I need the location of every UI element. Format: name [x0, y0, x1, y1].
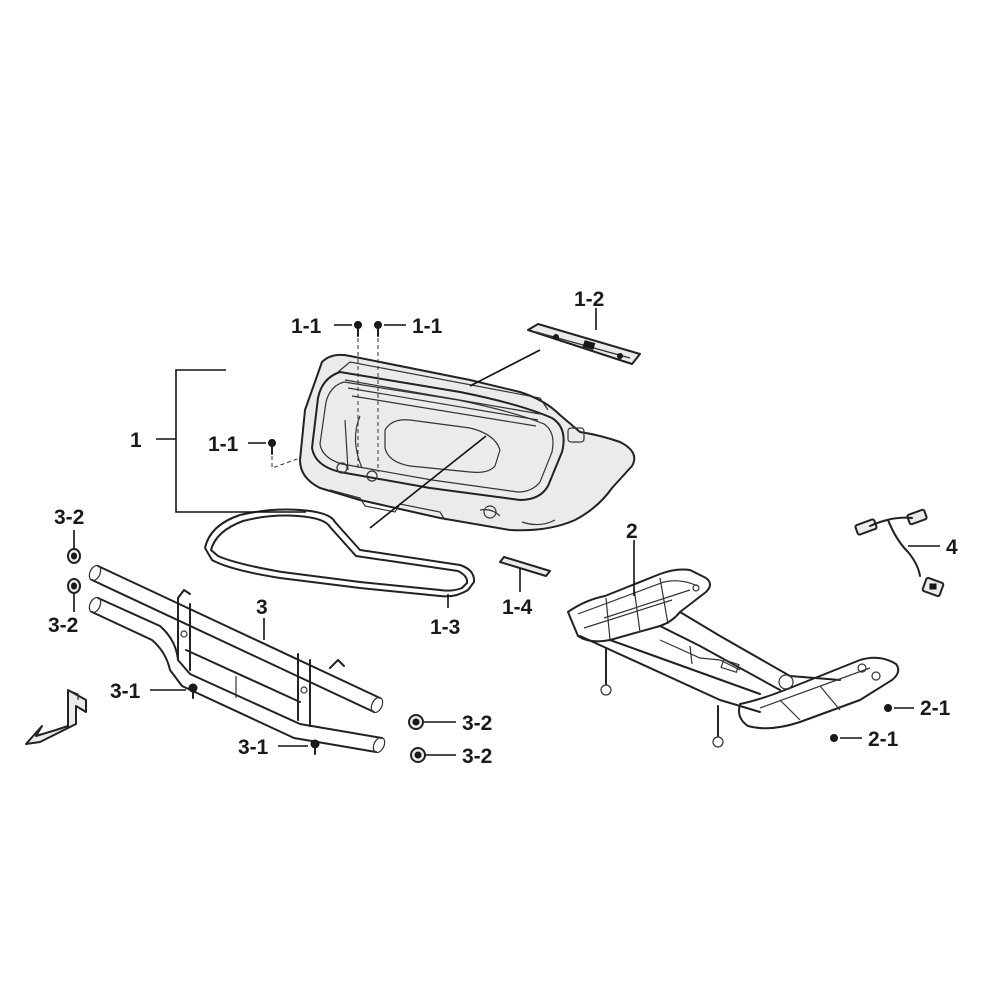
label-part-3-1: 3-1 — [238, 736, 269, 759]
rear-bumper-part-3[interactable] — [87, 564, 387, 755]
label-part-3-2: 3-2 — [462, 745, 492, 768]
label-part-1-3: 1-3 — [430, 616, 460, 639]
label-part-1-2: 1-2 — [574, 288, 604, 311]
label-part-1-1: 1-1 — [412, 315, 443, 338]
cap-part-3-2[interactable] — [67, 578, 81, 594]
cap-part-3-2[interactable] — [67, 548, 81, 564]
cap-part-3-2[interactable] — [408, 714, 424, 730]
bolt-part-2-1[interactable] — [830, 734, 838, 742]
label-part-3: 3 — [256, 596, 268, 619]
label-part-2-1: 2-1 — [920, 697, 951, 720]
label-part-3-2: 3-2 — [54, 506, 84, 529]
label-part-3-2: 3-2 — [48, 614, 78, 637]
label-part-2: 2 — [626, 520, 638, 543]
bolt-part-3-1[interactable] — [310, 739, 320, 755]
screw-part-1-1[interactable] — [268, 439, 276, 455]
cap-part-3-2[interactable] — [410, 747, 426, 763]
callout-labels: 1 1-1 1-1 1-1 1-2 1-3 1-4 2 2-1 2-1 3 3-… — [48, 288, 958, 768]
bolt-part-2-1[interactable] — [884, 704, 892, 712]
label-part-3-1: 3-1 — [110, 680, 141, 703]
label-part-1-1: 1-1 — [291, 315, 322, 338]
label-part-1-4: 1-4 — [502, 596, 533, 619]
storage-box-part-1[interactable] — [299, 353, 636, 532]
rubber-strip-part-1-4[interactable] — [499, 556, 551, 577]
screw-part-1-1[interactable] — [354, 321, 362, 337]
lock-plate-part-1-2[interactable] — [527, 323, 641, 365]
rear-carrier-part-2[interactable] — [567, 568, 900, 748]
label-part-4: 4 — [946, 536, 958, 559]
screw-part-1-1[interactable] — [374, 321, 382, 337]
label-part-3-2: 3-2 — [462, 712, 492, 735]
label-part-1-1: 1-1 — [208, 433, 239, 456]
bolt-part-3-1[interactable] — [188, 683, 198, 699]
front-arrow-icon — [25, 689, 87, 745]
label-part-2-1: 2-1 — [868, 728, 899, 751]
lid-seal-part-1-3[interactable] — [204, 508, 476, 598]
wiring-harness-part-4[interactable] — [854, 508, 945, 598]
label-part-1: 1 — [130, 429, 142, 452]
mount-line — [271, 456, 301, 469]
leader-lines — [73, 308, 940, 756]
